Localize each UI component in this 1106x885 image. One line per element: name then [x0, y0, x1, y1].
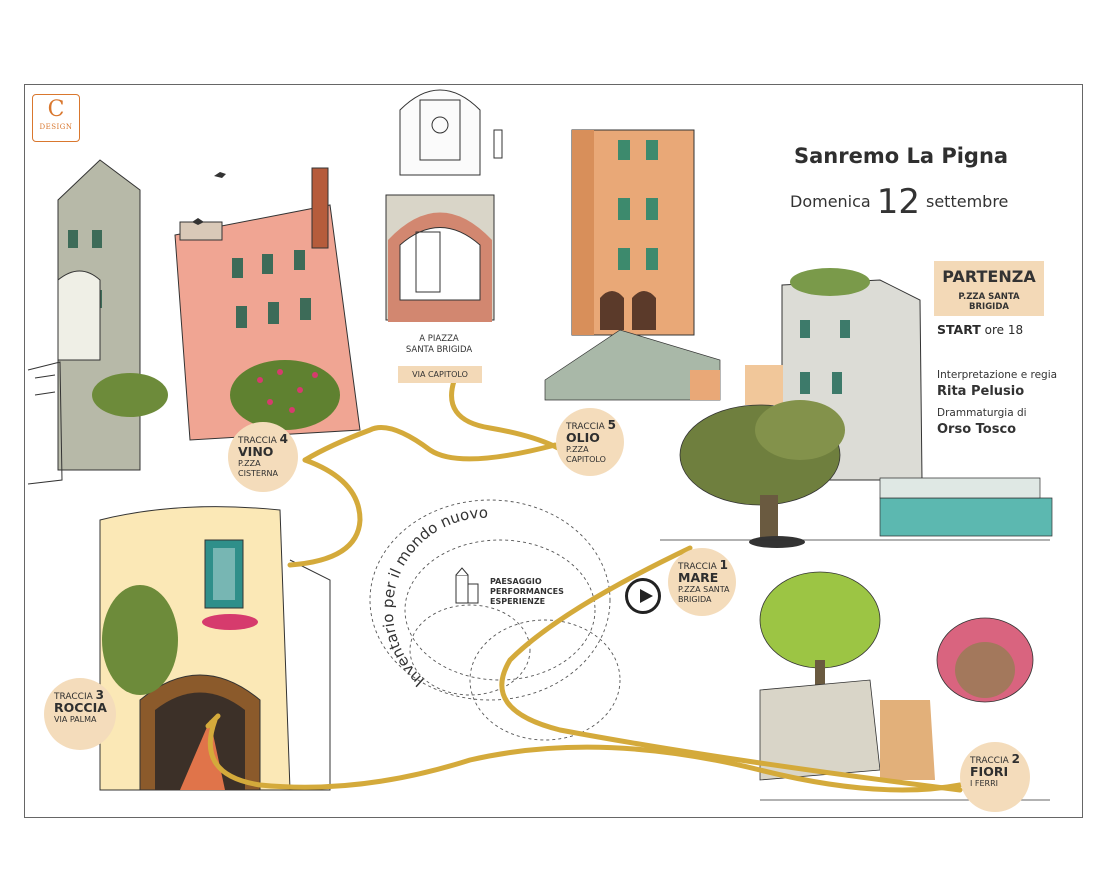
date-month: settembre [926, 192, 1009, 211]
partenza-place: P.ZZA SANTA BRIGIDA [958, 292, 1020, 312]
date-day-name: Domenica [790, 192, 871, 211]
bird-icon-2 [192, 218, 204, 225]
church-facade [385, 89, 503, 322]
start-hour: ore 18 [984, 323, 1024, 337]
trail-name: VINO [238, 444, 274, 459]
trail-name: FIORI [970, 764, 1009, 779]
route-paths [205, 375, 963, 793]
route-label-street: VIA CAPITOLO [398, 366, 482, 383]
olive-tree [660, 400, 1053, 548]
logo-letter: C [47, 97, 65, 122]
center-circles [369, 499, 621, 741]
trail-badge-2[interactable]: TRACCIA 2 FIORI I FERRI [960, 742, 1030, 812]
credit-dramaturgy-name: Orso Tosco [937, 422, 1017, 437]
partenza-label: PARTENZA [942, 267, 1036, 286]
credit-dramaturgy-role: Drammaturgia di [937, 407, 1027, 419]
bird-icon [214, 172, 226, 178]
center-building-glyph [455, 567, 479, 604]
trail-name: ROCCIA [54, 700, 107, 715]
trail-badge-3[interactable]: TRACCIA 3 ROCCIA VIA PALMA [44, 678, 116, 750]
start-time: START ore 18 [937, 322, 1023, 337]
play-icon[interactable] [625, 578, 661, 614]
poster-frame [24, 84, 1083, 818]
building-orange-tower [544, 129, 721, 401]
logo-word: DESIGN [39, 123, 73, 131]
credit-direction-name: Rita Pelusio [937, 384, 1025, 399]
event-title: Sanremo La Pigna [794, 144, 1009, 168]
partenza-box: PARTENZA P.ZZA SANTA BRIGIDA [934, 261, 1044, 316]
building-left-tall [57, 159, 141, 471]
start-label: START [937, 322, 981, 337]
foliage-left [92, 360, 340, 430]
event-date: Domenica 12 settembre [790, 182, 1008, 222]
date-day-number: 12 [876, 182, 920, 222]
credit-direction-role: Interpretazione e regia [937, 369, 1058, 381]
trail-name: OLIO [566, 430, 600, 445]
trail-name: MARE [678, 570, 719, 585]
design-logo: C DESIGN [32, 94, 80, 142]
sketch-structure-left [27, 361, 63, 485]
garden-lower-right [759, 571, 1050, 801]
building-yellow-left [99, 506, 331, 791]
